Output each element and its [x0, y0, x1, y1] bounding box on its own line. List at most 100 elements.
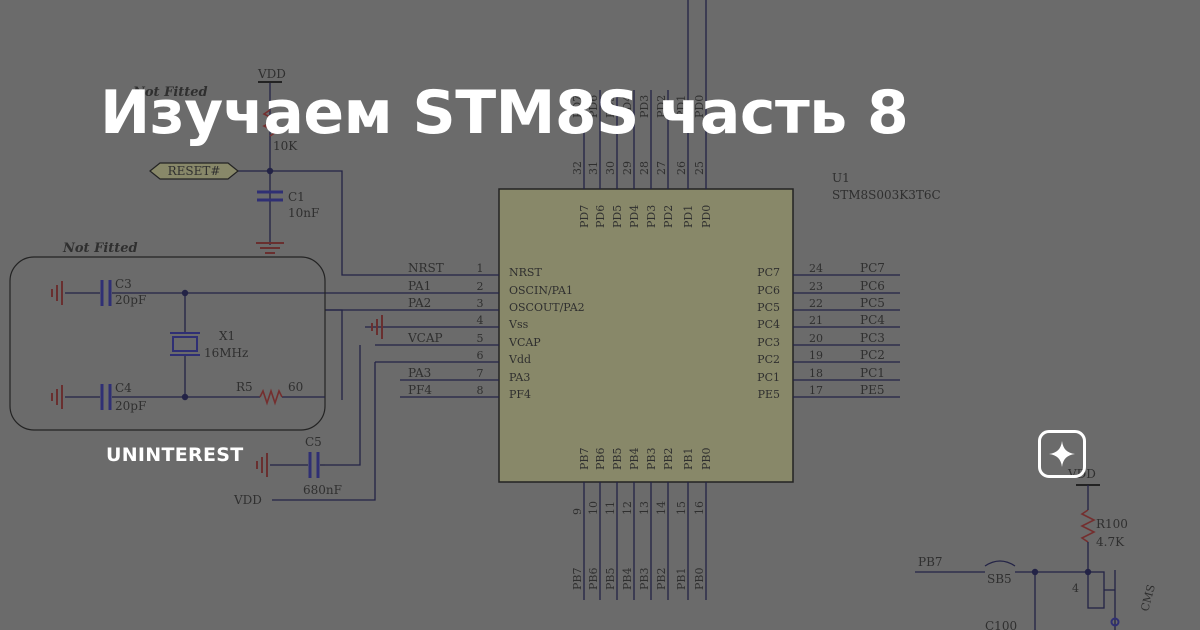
c1-value: 10nF — [288, 206, 319, 220]
sb5-label: SB5 — [987, 572, 1012, 586]
right-pin-wires — [793, 274, 900, 398]
pb7-net-label: PB7 — [918, 555, 943, 569]
right-pin-number: 19 — [809, 349, 823, 362]
left-pin-number: 5 — [477, 332, 484, 345]
r100-ref: R100 — [1096, 517, 1128, 531]
right-net-label: PC5 — [860, 296, 885, 310]
u1-part-number: STM8S003K3T6C — [832, 188, 941, 202]
right-pin-name: PC7 — [757, 266, 780, 279]
right-net-label: PC7 — [860, 261, 885, 275]
button-circuit — [915, 560, 1116, 630]
not-fitted-label-top: Not Fitted — [132, 85, 208, 100]
top-pin-number: 29 — [621, 161, 634, 175]
right-pin-name: PC3 — [757, 336, 780, 349]
vdd-label-bottom: VDD — [233, 493, 262, 507]
r100-resistor — [1080, 509, 1096, 543]
top-pin-number: 28 — [638, 161, 651, 175]
bottom-pin-number: 12 — [621, 501, 634, 515]
top-net-label: PD0 — [693, 95, 706, 118]
left-pin-name: Vdd — [508, 353, 531, 366]
capacitor-plates — [100, 190, 320, 478]
top-pin-name: PD2 — [662, 205, 675, 228]
right-pin-name: PC6 — [757, 284, 780, 297]
r5-value: 60 — [288, 380, 303, 394]
sparkle-icon-glyph — [1049, 441, 1075, 467]
brand-name[interactable]: UNINTEREST — [106, 444, 244, 466]
c1-ref: C1 — [288, 190, 305, 204]
top-pin-name: PD4 — [628, 205, 641, 228]
bottom-pin-name: PB7 — [578, 448, 591, 470]
reset-net-flag — [149, 162, 239, 180]
right-net-label: PC4 — [860, 313, 885, 327]
bottom-pin-wires — [583, 482, 707, 600]
top-pin-name: PD0 — [700, 205, 713, 228]
left-net-label: PA3 — [408, 366, 431, 380]
capacitor-partial-label: C100 — [985, 619, 1017, 630]
right-pin-number: 22 — [809, 297, 823, 310]
right-pin-number: 18 — [809, 367, 823, 380]
right-net-label: PC2 — [860, 348, 885, 362]
left-pin-name: PA3 — [509, 371, 530, 384]
right-pin-name: PC1 — [757, 371, 780, 384]
bottom-pin-number: 10 — [587, 501, 600, 515]
x1-ref: X1 — [219, 329, 235, 343]
bottom-pin-number: 15 — [675, 501, 688, 515]
bottom-pin-number: 16 — [693, 501, 706, 515]
switch-pin-number: 4 — [1072, 582, 1079, 595]
reset-net-label: RESET# — [168, 164, 221, 178]
right-pin-number: 17 — [809, 384, 823, 397]
right-pin-name: PC4 — [757, 318, 780, 331]
bottom-pin-name: PB2 — [662, 448, 675, 470]
ground-symbols — [51, 242, 383, 478]
bottom-pin-name: PB0 — [700, 448, 713, 470]
top-pin-number: 25 — [693, 161, 706, 175]
sparkle-icon[interactable] — [1038, 430, 1086, 478]
r5-resistor — [259, 388, 283, 406]
left-pin-number: 7 — [477, 367, 484, 380]
left-net-label: PF4 — [408, 383, 432, 397]
not-fitted-label-box: Not Fitted — [62, 241, 138, 256]
left-net-label: VCAP — [407, 331, 443, 345]
left-pin-wires — [185, 82, 499, 501]
pullup-value: 10K — [273, 139, 298, 153]
c4-ref: C4 — [115, 381, 132, 395]
bottom-pin-name: PB3 — [645, 448, 658, 470]
top-net-label: PD4 — [621, 95, 634, 118]
left-pin-name: NRST — [509, 266, 542, 279]
top-pin-name: PD7 — [578, 205, 591, 228]
left-net-label: NRST — [408, 261, 444, 275]
top-pin-name: PD3 — [645, 205, 658, 228]
reset-pullup-resistor — [262, 109, 278, 137]
top-pin-number: 32 — [571, 161, 584, 175]
left-pin-name: OSCIN/PA1 — [509, 284, 573, 297]
left-pin-number: 1 — [477, 262, 484, 275]
crystal-body — [172, 336, 198, 352]
top-net-label: PD1 — [675, 95, 688, 118]
right-pin-number: 24 — [809, 262, 823, 275]
c3-value: 20pF — [115, 293, 146, 307]
left-pin-number: 2 — [477, 280, 484, 293]
top-pin-name: PD6 — [594, 205, 607, 228]
bottom-net-label: PB4 — [621, 568, 634, 590]
right-pin-number: 21 — [809, 314, 823, 327]
r5-ref: R5 — [236, 380, 253, 394]
top-pin-number: 26 — [675, 161, 688, 175]
bottom-pin-name: PB1 — [682, 448, 695, 470]
top-net-label: PD2 — [655, 95, 668, 118]
left-pin-number: 6 — [477, 349, 484, 362]
c5-value: 680nF — [303, 483, 342, 497]
bottom-pin-name: PB5 — [611, 448, 624, 470]
left-pin-name: VCAP — [508, 336, 541, 349]
left-pin-name: OSCOUT/PA2 — [509, 301, 585, 314]
bottom-pin-number: 11 — [604, 501, 617, 515]
vdd-label-top: VDD — [257, 67, 286, 81]
